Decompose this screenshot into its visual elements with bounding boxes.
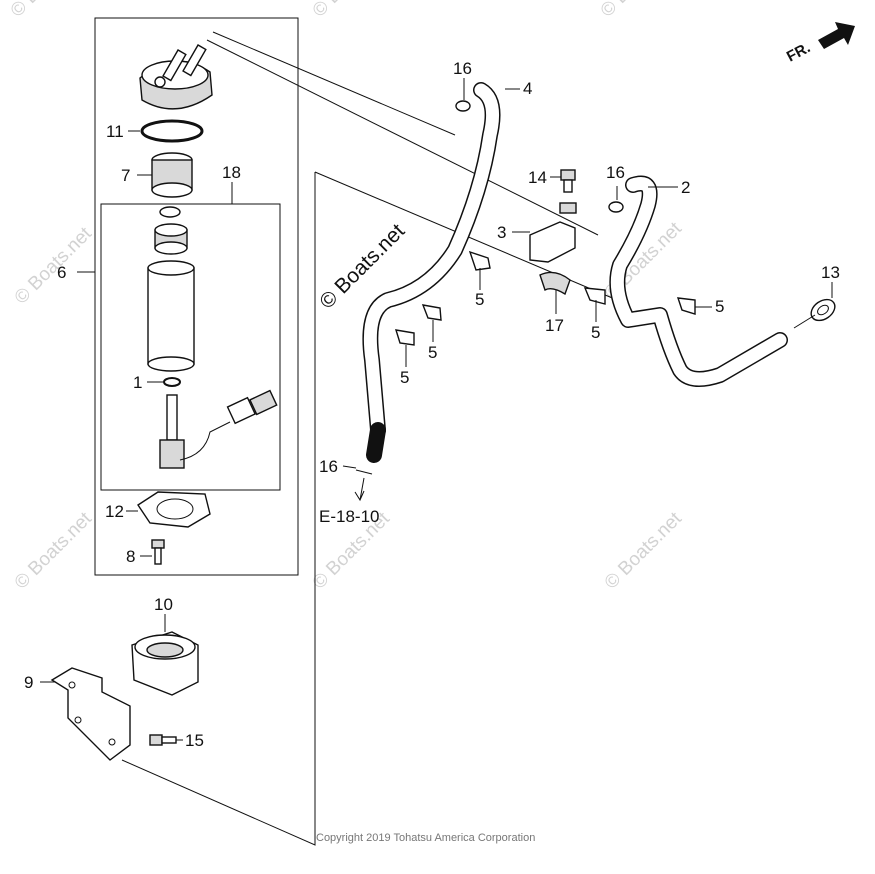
callout-2: 2 bbox=[681, 178, 690, 197]
hose-4 bbox=[362, 82, 501, 463]
callout-7: 7 bbox=[121, 166, 130, 185]
group-18-outline bbox=[100, 203, 281, 491]
clamp-3 bbox=[529, 202, 577, 263]
callout-9: 9 bbox=[24, 673, 33, 692]
callout-5: 5 bbox=[428, 343, 437, 362]
gasket-12 bbox=[137, 491, 211, 528]
front-direction-indicator: FR. bbox=[784, 22, 855, 66]
callout-1: 1 bbox=[133, 373, 142, 392]
callout-8: 8 bbox=[126, 547, 135, 566]
callout-3: 3 bbox=[497, 223, 506, 242]
hose-2 bbox=[609, 175, 788, 387]
watermark: © Boats.net bbox=[7, 0, 93, 22]
copyright-text: Copyright 2019 Tohatsu America Corporati… bbox=[316, 832, 535, 844]
callout-11: 11 bbox=[106, 122, 124, 141]
callout-16: 16 bbox=[319, 457, 338, 476]
front-direction-label: FR. bbox=[784, 39, 813, 65]
callout-numbers: 1 2 3 4 5 5 5 5 5 6 7 8 9 10 11 12 13 14… bbox=[24, 59, 840, 750]
bracket-9 bbox=[50, 667, 131, 761]
callout-5: 5 bbox=[400, 368, 409, 387]
o-ring-1 bbox=[163, 377, 181, 387]
callout-13: 13 bbox=[821, 263, 840, 282]
filter-element-7 bbox=[151, 152, 193, 198]
hose-clip-16 bbox=[608, 201, 624, 213]
group-6-outline bbox=[94, 17, 299, 576]
callout-5: 5 bbox=[591, 323, 600, 342]
callout-16: 16 bbox=[606, 163, 625, 182]
bolt-15 bbox=[149, 734, 177, 746]
breather-13 bbox=[793, 298, 836, 329]
reference-label: E-18-10 bbox=[319, 507, 379, 526]
filter-bowl bbox=[147, 260, 195, 372]
watermark: © Boats.net bbox=[597, 0, 683, 22]
bolt-8 bbox=[151, 539, 165, 565]
watermark: © Boats.net bbox=[11, 508, 97, 594]
callout-4: 4 bbox=[523, 79, 532, 98]
bracket-10 bbox=[131, 631, 199, 696]
clamp-17 bbox=[539, 271, 571, 296]
callout-6: 6 bbox=[57, 263, 66, 282]
callout-16: 16 bbox=[453, 59, 472, 78]
small-seal bbox=[159, 206, 181, 218]
bolt-14 bbox=[560, 169, 576, 193]
callout-5: 5 bbox=[715, 297, 724, 316]
o-ring-11 bbox=[140, 119, 204, 143]
callout-12: 12 bbox=[105, 502, 124, 521]
front-arrow-icon bbox=[818, 22, 855, 49]
hose-clip-16 bbox=[455, 100, 471, 112]
callout-14: 14 bbox=[528, 168, 547, 187]
clip-5-set bbox=[394, 250, 696, 346]
hose-clip-16 bbox=[355, 469, 373, 475]
callout-15: 15 bbox=[185, 731, 204, 750]
water-sensor bbox=[159, 389, 278, 469]
callout-17: 17 bbox=[545, 316, 564, 335]
callout-18: 18 bbox=[222, 163, 241, 182]
callout-5: 5 bbox=[475, 290, 484, 309]
watermark: © Boats.net bbox=[309, 0, 395, 22]
reference-arrow-icon bbox=[354, 477, 365, 502]
filter-cap bbox=[139, 44, 213, 110]
watermark: © Boats.net bbox=[11, 223, 97, 309]
collar bbox=[154, 223, 188, 255]
callout-10: 10 bbox=[154, 595, 173, 614]
callout-leaders bbox=[40, 78, 833, 741]
watermark: © Boats.net bbox=[601, 508, 687, 594]
